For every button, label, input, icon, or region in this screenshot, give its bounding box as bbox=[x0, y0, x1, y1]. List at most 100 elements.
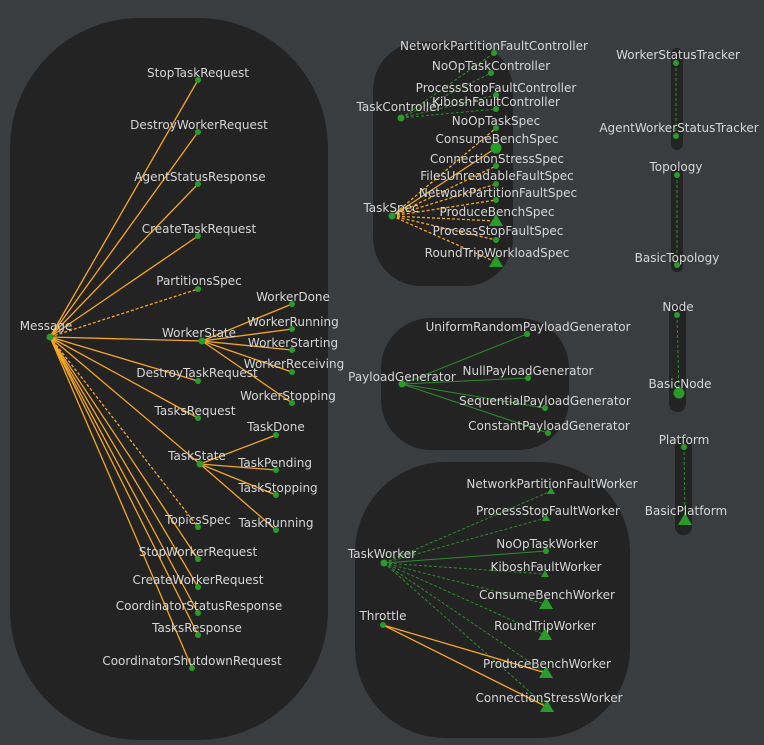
node-ConsumeBenchSpec[interactable] bbox=[490, 142, 502, 154]
node-NetworkPartitionFaultWorker[interactable] bbox=[547, 487, 555, 494]
edge-Message-CoordinatorStatusResponse bbox=[49, 336, 199, 614]
node-BasicNode[interactable] bbox=[673, 387, 685, 399]
node-WorkerReceiving[interactable] bbox=[289, 369, 295, 375]
node-KiboshFaultController[interactable] bbox=[493, 106, 499, 112]
label-NetworkPartitionFaultWorker: NetworkPartitionFaultWorker bbox=[466, 477, 637, 491]
node-NullPayloadGenerator[interactable] bbox=[525, 375, 531, 381]
node-SequentialPayloadGenerator[interactable] bbox=[542, 405, 548, 411]
node-DestroyWorkerRequest[interactable] bbox=[195, 129, 201, 135]
node-ProcessStopFaultSpec[interactable] bbox=[493, 237, 499, 243]
node-RoundTripWorker[interactable] bbox=[538, 628, 552, 640]
node-AgentWorkerStatusTracker[interactable] bbox=[673, 133, 679, 139]
node-WorkerDone[interactable] bbox=[289, 301, 295, 307]
label-AgentWorkerStatusTracker: AgentWorkerStatusTracker bbox=[599, 121, 758, 135]
node-Topology[interactable] bbox=[674, 172, 680, 178]
node-BasicTopology[interactable] bbox=[674, 262, 680, 268]
cluster-node bbox=[669, 304, 686, 412]
node-TaskState[interactable] bbox=[196, 460, 204, 468]
node-ConstantPayloadGenerator[interactable] bbox=[545, 430, 551, 436]
edge-Message-CreateTaskRequest bbox=[49, 235, 199, 338]
node-ConsumeBenchWorker[interactable] bbox=[539, 597, 553, 609]
edge-TaskState-TaskRunning bbox=[199, 463, 277, 531]
node-WorkerRunning[interactable] bbox=[289, 326, 295, 332]
label-ConstantPayloadGenerator: ConstantPayloadGenerator bbox=[468, 419, 630, 433]
node-Throttle[interactable] bbox=[380, 622, 386, 628]
edge-TaskState-TaskDone bbox=[199, 434, 277, 465]
edge-TaskController-KiboshFaultController bbox=[400, 108, 497, 119]
edge-Message-AgentStatusResponse bbox=[49, 183, 199, 338]
label-FilesUnreadableFaultSpec: FilesUnreadableFaultSpec bbox=[420, 169, 573, 183]
label-Message: Message bbox=[20, 319, 73, 333]
node-ProcessStopFaultWorker[interactable] bbox=[542, 514, 550, 521]
node-ProduceBenchSpec[interactable] bbox=[489, 214, 503, 226]
label-TaskWorker: TaskWorker bbox=[347, 547, 416, 561]
node-TaskWorker[interactable] bbox=[380, 559, 388, 567]
cluster-layer bbox=[10, 18, 692, 740]
node-TaskController[interactable] bbox=[397, 114, 405, 122]
label-TasksRequest: TasksRequest bbox=[154, 404, 236, 418]
node-RoundTripWorkloadSpec[interactable] bbox=[489, 255, 503, 267]
node-TaskRunning[interactable] bbox=[273, 527, 279, 533]
label-TaskSpec: TaskSpec bbox=[362, 201, 418, 215]
node-TasksResponse[interactable] bbox=[195, 632, 201, 638]
node-WorkerStopping[interactable] bbox=[289, 400, 295, 406]
label-NoOpTaskWorker: NoOpTaskWorker bbox=[496, 537, 598, 551]
node-StopTaskRequest[interactable] bbox=[195, 77, 201, 83]
node-WorkerStarting[interactable] bbox=[289, 347, 295, 353]
label-DestroyWorkerRequest: DestroyWorkerRequest bbox=[130, 118, 268, 132]
node-TaskDone[interactable] bbox=[273, 432, 279, 438]
edge-Message-TasksResponse bbox=[49, 336, 199, 636]
label-NoOpTaskController: NoOpTaskController bbox=[432, 59, 550, 73]
node-Message[interactable] bbox=[46, 333, 54, 341]
label-TaskState: TaskState bbox=[167, 449, 226, 463]
node-DestroyTaskRequest[interactable] bbox=[195, 378, 201, 384]
node-UniformRandomPayloadGenerator[interactable] bbox=[524, 331, 530, 337]
label-CreateTaskRequest: CreateTaskRequest bbox=[142, 222, 257, 236]
cluster-message bbox=[10, 18, 328, 740]
node-WorkerStatusTracker[interactable] bbox=[673, 60, 679, 66]
label-ConsumeBenchWorker: ConsumeBenchWorker bbox=[479, 588, 615, 602]
edge-TaskController-ProcessStopFaultController bbox=[400, 94, 497, 119]
node-ConnectionStressWorker[interactable] bbox=[540, 700, 554, 712]
label-NoOpTaskSpec: NoOpTaskSpec bbox=[452, 114, 541, 128]
node-TopicsSpec[interactable] bbox=[195, 524, 201, 530]
node-WorkerState[interactable] bbox=[198, 337, 206, 345]
node-NoOpTaskController[interactable] bbox=[488, 70, 494, 76]
node-TaskStopping[interactable] bbox=[273, 492, 279, 498]
edge-TaskWorker-NetworkPartitionFaultWorker bbox=[383, 490, 552, 564]
node-TaskSpec[interactable] bbox=[388, 212, 396, 220]
label-SequentialPayloadGenerator: SequentialPayloadGenerator bbox=[459, 394, 631, 408]
node-NetworkPartitionFaultController[interactable] bbox=[491, 50, 497, 56]
edge-TaskSpec-NetworkPartitionFaultSpec bbox=[391, 199, 497, 217]
node-TaskPending[interactable] bbox=[273, 467, 279, 473]
node-NetworkPartitionFaultSpec[interactable] bbox=[493, 197, 499, 203]
node-CoordinatorShutdownRequest[interactable] bbox=[189, 665, 195, 671]
node-PartitionsSpec[interactable] bbox=[195, 286, 201, 292]
label-layer: MessageStopTaskRequestDestroyWorkerReque… bbox=[20, 39, 759, 705]
node-NoOpTaskSpec[interactable] bbox=[493, 125, 499, 131]
node-NoOpTaskWorker[interactable] bbox=[543, 548, 549, 554]
node-FilesUnreadableFaultSpec[interactable] bbox=[493, 181, 499, 187]
node-Node[interactable] bbox=[674, 312, 680, 318]
node-Platform[interactable] bbox=[681, 444, 687, 450]
node-ProduceBenchWorker[interactable] bbox=[539, 666, 553, 678]
node-PayloadGenerator[interactable] bbox=[398, 380, 406, 388]
label-TaskStopping: TaskStopping bbox=[237, 481, 317, 495]
edge-TaskSpec-ProcessStopFaultSpec bbox=[391, 215, 497, 241]
node-CoordinatorStatusResponse[interactable] bbox=[195, 610, 201, 616]
node-ConnectionStressSpec[interactable] bbox=[493, 163, 499, 169]
node-TasksRequest[interactable] bbox=[195, 415, 201, 421]
label-TopicsSpec: TopicsSpec bbox=[164, 513, 231, 527]
node-StopWorkerRequest[interactable] bbox=[195, 556, 201, 562]
edge-Throttle-ProduceBenchWorker bbox=[382, 624, 547, 674]
node-AgentStatusResponse[interactable] bbox=[195, 181, 201, 187]
label-ProcessStopFaultWorker: ProcessStopFaultWorker bbox=[476, 504, 620, 518]
node-CreateWorkerRequest[interactable] bbox=[195, 584, 201, 590]
node-CreateTaskRequest[interactable] bbox=[195, 233, 201, 239]
node-BasicPlatform[interactable] bbox=[678, 513, 692, 525]
label-CoordinatorShutdownRequest: CoordinatorShutdownRequest bbox=[102, 654, 282, 668]
node-KiboshFaultWorker[interactable] bbox=[541, 570, 549, 577]
node-ProcessStopFaultController[interactable] bbox=[493, 92, 499, 98]
edge-Node-BasicNode bbox=[676, 314, 680, 394]
label-NetworkPartitionFaultController: NetworkPartitionFaultController bbox=[400, 39, 588, 53]
